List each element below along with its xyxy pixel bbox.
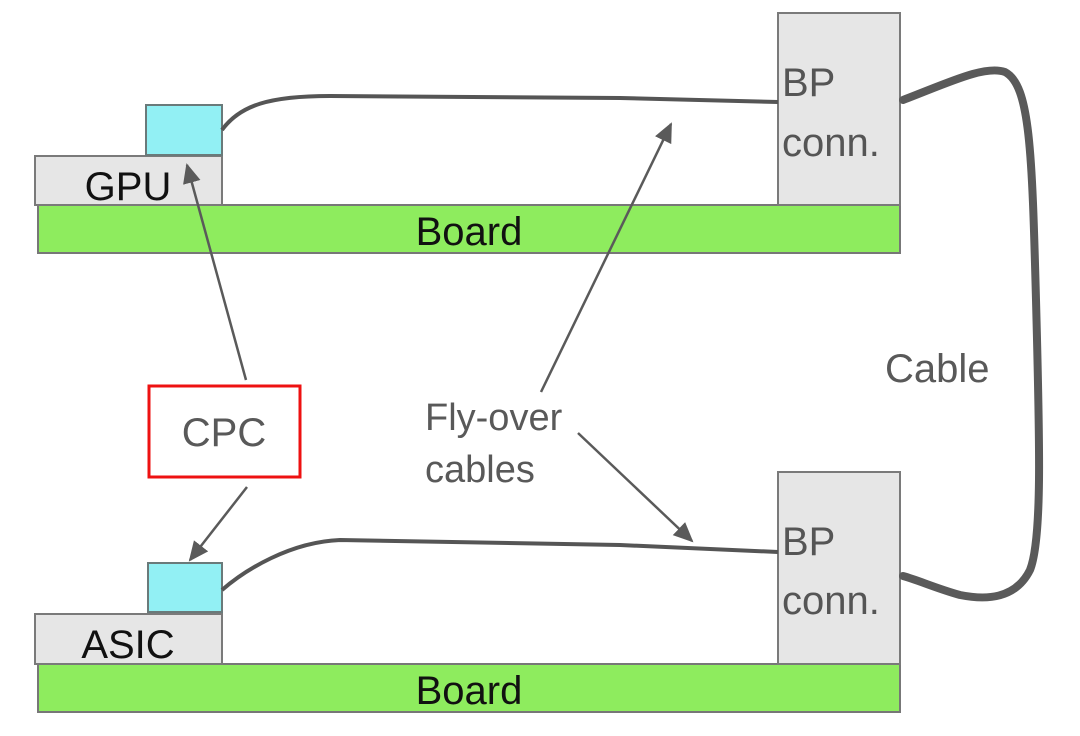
cable-label: Cable <box>885 347 990 391</box>
bottom-flyover-cable <box>220 537 779 592</box>
cpc-label: CPC <box>182 411 266 455</box>
top-flyover-cable <box>220 93 779 132</box>
flyover-arrow-to-top <box>539 122 673 393</box>
cpc-highlight-box <box>147 384 302 479</box>
bottom-board-label: Board <box>416 669 523 713</box>
flyover-arrow-to-bottom <box>577 432 694 543</box>
top-board <box>37 204 901 254</box>
bottom-cpc-connector <box>147 562 223 613</box>
bottom-bp-connector <box>777 471 901 665</box>
flyover-label-line2: cables <box>425 449 535 491</box>
backplane-cable <box>899 66 1044 602</box>
top-board-label: Board <box>416 210 523 254</box>
top-bp-label-line2: conn. <box>782 121 880 165</box>
asic-chip <box>34 613 223 665</box>
top-bp-connector <box>777 12 901 206</box>
bottom-bp-label-line1: BP <box>782 520 835 564</box>
bottom-board <box>37 663 901 713</box>
top-assembly: Board GPU BP conn. <box>34 12 901 254</box>
gpu-label: GPU <box>85 165 172 209</box>
cpc-arrow-to-asic <box>188 486 248 562</box>
top-bp-label-line1: BP <box>782 61 835 105</box>
bottom-assembly: Board ASIC BP conn. <box>34 471 901 713</box>
top-cpc-connector <box>145 104 223 156</box>
bottom-bp-label-line2: conn. <box>782 579 880 623</box>
flyover-label-line1: Fly-over <box>425 397 563 439</box>
cpc-arrow-to-gpu <box>183 163 248 381</box>
asic-label: ASIC <box>81 623 174 667</box>
